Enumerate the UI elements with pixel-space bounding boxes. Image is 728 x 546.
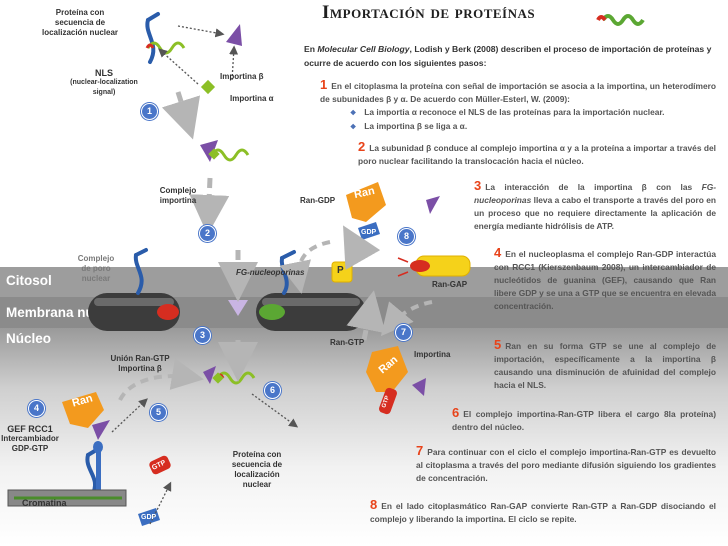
gtp-token-2 xyxy=(149,455,171,475)
intro-text: En Molecular Cell Biology, Lodish y Berk… xyxy=(304,44,712,68)
step-1-bullet-1: La importia α reconoce el NLS de las pro… xyxy=(350,106,716,120)
flow-arrows xyxy=(161,91,386,382)
marker-2: 2 xyxy=(199,225,216,242)
pore-red-ellipse xyxy=(157,304,179,320)
gdp-text-2: GDP xyxy=(141,514,157,521)
gdp-token-2 xyxy=(138,508,160,526)
ran-gdp-shape xyxy=(346,182,386,222)
nucleo-label: Núcleo xyxy=(6,331,52,346)
importina-beta-triangle-3 xyxy=(426,196,440,214)
ran-gap-red xyxy=(410,260,430,272)
ran-gap-rays xyxy=(397,257,409,277)
importina-beta-triangle-1 xyxy=(226,24,242,46)
label-importina: Importina xyxy=(414,350,451,359)
nucleo-band xyxy=(0,328,728,546)
label-ran-gtp: Ran-GTP xyxy=(330,338,365,347)
label-ran-gdp: Ran-GDP xyxy=(300,196,336,205)
importina-beta-triangle-pore xyxy=(228,300,248,316)
citosol-label: Citosol xyxy=(6,273,52,288)
gef-rcc1-pin xyxy=(96,443,101,491)
dotted-arrows xyxy=(111,25,299,525)
label-importina-alpha: Importina α xyxy=(230,94,274,103)
page-title: Importación de proteínas xyxy=(322,2,536,23)
marker-5: 5 xyxy=(150,404,167,421)
label-nls: NLS (nuclear-localization signal) xyxy=(70,68,138,96)
importina-beta-triangle-2 xyxy=(200,140,218,162)
marker-8: 8 xyxy=(398,228,415,245)
title-coil xyxy=(596,14,645,26)
importina-beta-triangle-5 xyxy=(412,378,426,396)
marker-3: 3 xyxy=(194,327,211,344)
label-fg-nucleoporinas: FG-nucleoporinas xyxy=(236,268,305,277)
label-importina-beta: Importina β xyxy=(220,72,264,81)
label-ran-gap: Ran-GAP xyxy=(432,280,468,289)
label-cromatina: Cromatina xyxy=(22,498,67,508)
nuclear-membrane xyxy=(88,293,366,331)
alpha-diamond-2 xyxy=(208,148,220,160)
importina-beta-triangle-4 xyxy=(203,366,216,384)
gtp-token-1 xyxy=(379,387,397,415)
marker-6: 6 xyxy=(264,382,281,399)
gdp-text-1: GDP xyxy=(361,229,377,236)
marker-1: 1 xyxy=(141,103,158,120)
alpha-diamond-1 xyxy=(200,79,216,95)
pore-green-ellipse xyxy=(259,304,285,320)
ran-gef-shape xyxy=(62,392,104,428)
cycle-arrows xyxy=(118,240,433,402)
marker-7: 7 xyxy=(395,324,412,341)
step-1-bullet-2: La importina β se liga a α. xyxy=(350,120,716,134)
marker-4: 4 xyxy=(28,400,45,417)
ran-gtp-shape xyxy=(366,346,408,392)
importina-beta-triangle-6 xyxy=(92,420,110,440)
label-p: P xyxy=(337,265,344,276)
